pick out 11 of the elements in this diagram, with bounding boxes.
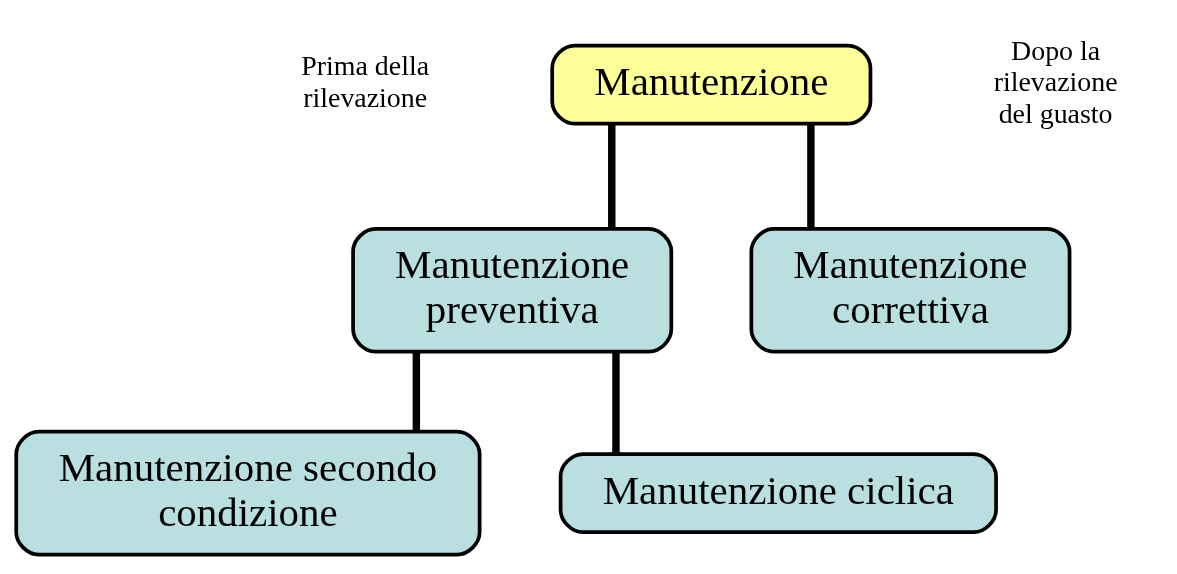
label: Prima della rilevazione [301,49,430,113]
node-box: Manutenzione preventiva [351,226,674,354]
connector [807,123,815,229]
connector [412,351,421,432]
node-box: Manutenzione ciclica [558,451,998,534]
node-box: Manutenzione secondo condizione [14,429,482,556]
connector [612,351,620,454]
node-box: Manutenzione [550,43,873,126]
node-box: Manutenzione correttiva [749,226,1072,354]
connector [608,123,616,229]
label: Dopo la rilevazione del guasto [993,34,1118,129]
